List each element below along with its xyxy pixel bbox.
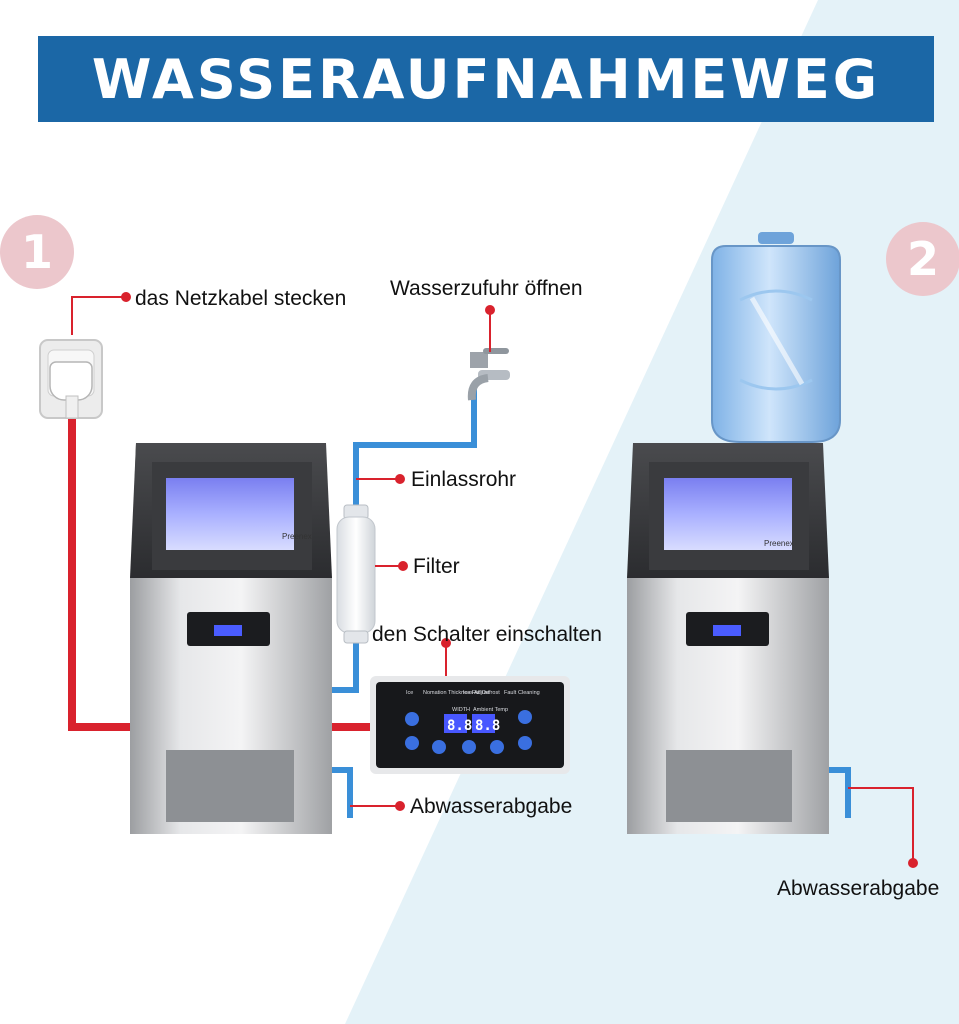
vent-grille-1	[166, 750, 294, 822]
ice-machine-2	[627, 443, 829, 834]
power-cable	[68, 418, 372, 731]
water-filter	[336, 504, 376, 644]
indicator-label-cleaning: Cleaning	[518, 690, 540, 696]
water-tap	[467, 348, 510, 401]
water-bottle	[711, 232, 841, 443]
vent-grille-2	[666, 750, 792, 822]
step-1-badge: 1	[0, 215, 74, 289]
power-button[interactable]	[432, 740, 446, 754]
drain-pipe-1	[328, 767, 353, 818]
label-switch-on: den Schalter einschalten	[372, 623, 602, 646]
label-drain-2: Abwasserabgabe	[777, 877, 940, 900]
ice-machine-1	[130, 443, 332, 834]
panel-button-menu[interactable]	[405, 712, 419, 726]
panel-button-minus[interactable]	[518, 736, 532, 750]
display-left: 8.8	[447, 718, 472, 734]
display-label-ambient: Ambient Temp	[473, 707, 508, 713]
panel-button-left[interactable]	[405, 736, 419, 750]
step-1-number: 1	[20, 225, 53, 279]
label-filter: Filter	[413, 555, 460, 578]
indicator-label-ice-full: Ice Full	[463, 690, 481, 696]
wall-socket	[39, 339, 103, 419]
leader-lines	[71, 292, 918, 868]
brand-logo-1: Preenex	[282, 532, 312, 541]
indicator-label-defrost: Defrost	[482, 690, 500, 696]
label-inlet-pipe: Einlassrohr	[411, 468, 517, 491]
indicator-label-ice: Ice	[406, 690, 413, 696]
panel-button-mid1[interactable]	[462, 740, 476, 754]
title-banner: WASSERAUFNAHMEWEG	[38, 36, 934, 122]
indicator-label-thickness: Nomation Thickness Adjust	[423, 690, 490, 696]
label-drain-1: Abwasserabgabe	[410, 795, 573, 818]
brand-logo-2: Preenex	[764, 539, 794, 548]
panel-button-plus[interactable]	[518, 710, 532, 724]
label-water-supply: Wasserzufuhr öffnen	[390, 277, 583, 300]
display-label-width: WIDTH	[452, 707, 470, 713]
step-2-badge: 2	[886, 222, 959, 296]
indicator-label-fault: Fault	[504, 690, 517, 696]
page-title: WASSERAUFNAHMEWEG	[91, 47, 881, 111]
panel-button-mid2[interactable]	[490, 740, 504, 754]
step-2-number: 2	[906, 232, 939, 286]
drain-pipe-2	[822, 767, 851, 818]
display-right: 8.8	[475, 718, 500, 734]
label-power-cable: das Netzkabel stecken	[135, 287, 347, 310]
control-panel	[370, 676, 570, 774]
